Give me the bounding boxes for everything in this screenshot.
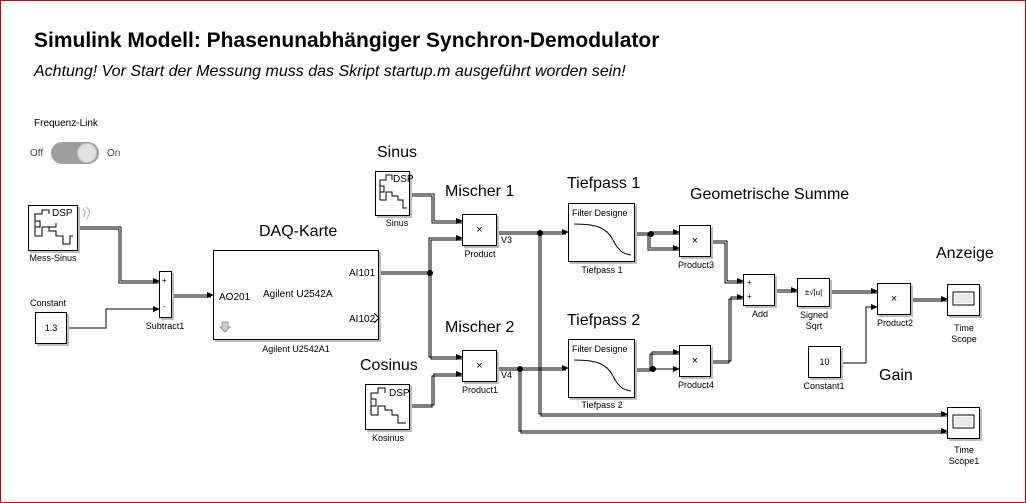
tiefpass1-label: Tiefpass 1 xyxy=(581,265,623,275)
scope-icon xyxy=(952,291,975,306)
time-scope-label-2: Scope xyxy=(951,334,977,344)
product2-label: Product2 xyxy=(876,318,914,328)
kosinus-label: Kosinus xyxy=(371,433,405,443)
annotation-mischer2: Mischer 2 xyxy=(445,319,515,336)
time-scope1-block[interactable] xyxy=(947,407,980,439)
time-scope-label-1: Time xyxy=(954,323,974,333)
switch-on-label: On xyxy=(107,148,121,159)
time-scope1-label-2: Scope1 xyxy=(948,456,980,466)
wire-ai-product1 xyxy=(428,273,463,360)
dsp-source-icon xyxy=(34,209,73,245)
signal-v3-label: V3 xyxy=(501,235,513,245)
tiefpass1-block[interactable]: Filter Designe xyxy=(568,203,635,262)
wire-tp2-product4 xyxy=(635,349,680,370)
constant-block[interactable]: 1.3 xyxy=(35,312,67,344)
constant-label: Constant xyxy=(30,298,67,308)
toggle-knob[interactable] xyxy=(77,143,97,163)
wire-tp1-product3 xyxy=(635,229,680,235)
annotation-tiefpass2: Tiefpass 2 xyxy=(567,312,641,329)
wire-constant1-product2 xyxy=(841,304,878,364)
annotation-mischer1: Mischer 1 xyxy=(445,183,515,200)
link-icon xyxy=(82,206,90,220)
daq-out-port-2: AI102 xyxy=(349,314,376,325)
daq-block[interactable]: AO201 Agilent U2542A AI101 AI102 xyxy=(213,250,380,340)
dsp-source-icon xyxy=(370,387,406,424)
frequenz-link-toggle[interactable] xyxy=(51,142,99,164)
annotation-daq: DAQ-Karte xyxy=(259,223,338,240)
mess-sinus-block[interactable]: DSP xyxy=(28,205,78,251)
constant1-block[interactable]: 10 xyxy=(808,346,841,378)
product1-block[interactable]: × xyxy=(462,350,497,382)
wire-product3-add xyxy=(711,240,744,284)
port-arrow-icon xyxy=(374,313,380,323)
dsp-label: DSP xyxy=(52,208,73,219)
time-scope1-label-1: Time xyxy=(954,445,974,455)
daq-inner-label: Agilent U2542A xyxy=(263,289,333,300)
wire-kosinus xyxy=(410,371,463,406)
kosinus-block[interactable]: DSP xyxy=(365,384,410,430)
add-sign-plus-1: + xyxy=(747,278,752,287)
wire-ai-product xyxy=(428,235,463,273)
switch-off-label: Off xyxy=(30,148,44,159)
tiefpass2-block[interactable]: Filter Designe xyxy=(568,339,635,398)
annotation-sinus: Sinus xyxy=(377,144,418,161)
filter-designer-label: Filter Designe xyxy=(572,344,628,354)
wire-sinus xyxy=(410,193,463,224)
add-sign-plus-2: + xyxy=(747,292,752,301)
daq-label: Agilent U2542A1 xyxy=(262,344,330,354)
signed-sqrt-label-1: Signed xyxy=(799,310,829,320)
page-title: Simulink Modell: Phasenunabhängiger Sync… xyxy=(34,29,660,52)
subtract1-label: Subtract1 xyxy=(145,321,185,331)
daq-in-port: AO201 xyxy=(219,292,251,303)
download-arrow-icon xyxy=(219,321,231,333)
sinus-block[interactable]: DSP xyxy=(375,171,414,216)
lowpass-curve-icon xyxy=(573,359,632,392)
dsp-label: DSP xyxy=(393,174,414,185)
product4-label: Product4 xyxy=(677,380,715,390)
time-scope-block[interactable] xyxy=(947,284,980,316)
wire-mess-sinus xyxy=(78,226,160,284)
product3-label: Product3 xyxy=(677,260,715,270)
lowpass-curve-icon xyxy=(573,223,632,256)
product1-label: Product1 xyxy=(461,385,499,395)
product2-block[interactable]: × xyxy=(877,283,911,315)
page-subtitle: Achtung! Vor Start der Messung muss das … xyxy=(34,63,626,80)
sinus-label: Sinus xyxy=(385,218,409,228)
product-block[interactable]: × xyxy=(462,214,497,246)
product4-block[interactable]: × xyxy=(679,345,711,377)
mess-sinus-label: Mess-Sinus xyxy=(29,253,77,263)
signed-sqrt-block[interactable]: ±√|u| xyxy=(797,278,830,307)
annotation-gain: Gain xyxy=(879,367,913,384)
annotation-cosinus: Cosinus xyxy=(360,357,418,374)
dsp-source-icon xyxy=(379,174,407,209)
signal-v4-label: V4 xyxy=(501,370,513,380)
product3-block[interactable]: × xyxy=(679,225,711,257)
signed-sqrt-label-2: Sqrt xyxy=(805,321,823,331)
tiefpass2-label: Tiefpass 2 xyxy=(581,400,623,410)
wire-product4-add xyxy=(711,294,744,362)
subtract-sign-plus: + xyxy=(162,276,167,285)
subtract1-block[interactable]: + - xyxy=(159,271,172,318)
annotation-geometrische-summe: Geometrische Summe xyxy=(690,186,850,203)
scope-icon xyxy=(952,414,975,429)
dsp-label: DSP xyxy=(389,388,410,399)
add-label: Add xyxy=(751,309,769,319)
switch-label: Frequenz-Link xyxy=(34,118,98,129)
annotation-tiefpass1: Tiefpass 1 xyxy=(567,175,641,192)
wire-v4-scope1 xyxy=(518,369,948,434)
product-label: Product xyxy=(464,249,496,259)
filter-designer-label: Filter Designe xyxy=(572,208,628,218)
constant1-label: Constant1 xyxy=(803,381,845,391)
add-block[interactable]: + + xyxy=(743,274,775,306)
daq-out-port-1: AI101 xyxy=(349,268,376,279)
wire-constant xyxy=(67,306,160,329)
annotation-anzeige: Anzeige xyxy=(936,245,994,262)
wire-v3-scope1 xyxy=(538,233,948,417)
subtract-sign-minus: - xyxy=(163,302,166,311)
